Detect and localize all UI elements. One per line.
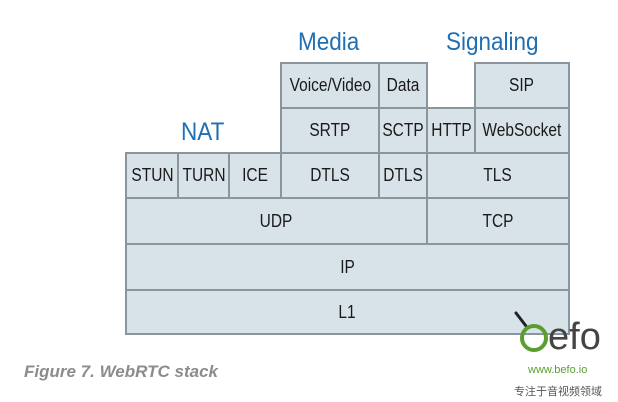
udp-cell: UDP — [125, 197, 428, 245]
signaling-group-label: Signaling — [446, 28, 539, 56]
figure-caption: Figure 7. WebRTC stack — [24, 362, 218, 381]
ip-cell: IP — [125, 243, 570, 291]
media-group-label: Media — [298, 28, 360, 56]
websocket-cell: WebSocket — [474, 107, 570, 154]
srtp-cell: SRTP — [280, 107, 380, 154]
logo-url: www.befo.io — [528, 364, 588, 376]
magnifier-logo-icon — [514, 311, 548, 352]
logo-tagline: 专注于音视频领域 — [514, 386, 602, 398]
sip-cell: SIP — [474, 62, 570, 109]
ice-cell: ICE — [228, 152, 282, 199]
tls-cell: TLS — [426, 152, 570, 199]
dtls-data-cell: DTLS — [378, 152, 428, 199]
stun-cell: STUN — [125, 152, 179, 199]
voice-video-cell: Voice/Video — [280, 62, 380, 109]
logo-wordmark: efo — [548, 316, 601, 358]
tcp-cell: TCP — [426, 197, 570, 245]
dtls-media-cell: DTLS — [280, 152, 380, 199]
sctp-cell: SCTP — [378, 107, 428, 154]
turn-cell: TURN — [177, 152, 230, 199]
nat-group-label: NAT — [181, 118, 225, 146]
data-cell: Data — [378, 62, 428, 109]
http-cell: HTTP — [426, 107, 476, 154]
l1-cell: L1 — [125, 289, 570, 335]
